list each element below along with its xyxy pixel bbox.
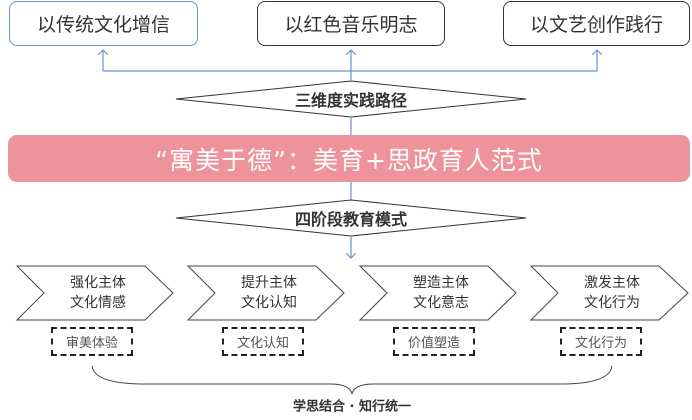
stage-1-chevron bbox=[15, 265, 174, 321]
footer-summary: 学思结合 · 知行统一 bbox=[293, 399, 411, 415]
top-box-label: 以传统文化增信 bbox=[36, 14, 170, 36]
diamond-top-label: 三维度实践路径 bbox=[294, 91, 408, 110]
stage-line1: 提升主体 bbox=[241, 275, 297, 291]
tag-label: 价值塑造 bbox=[407, 336, 460, 351]
top-box-red-music: 以红色音乐明志 bbox=[257, 1, 445, 46]
stage-line2: 文化行为 bbox=[584, 295, 640, 311]
tag-label: 文化认知 bbox=[236, 336, 289, 351]
stage-4-tag: 文化行为 bbox=[560, 327, 642, 356]
top-box-label: 以红色音乐明志 bbox=[284, 14, 418, 36]
paradigm-banner: “寓美于德”：美育+思政育人范式 bbox=[8, 135, 690, 182]
stage-4-label: 激发主体 文化行为 bbox=[584, 273, 640, 313]
tag-label: 审美体验 bbox=[65, 336, 118, 351]
top-box-art-creation: 以文艺创作践行 bbox=[503, 1, 690, 46]
stage-line2: 文化认知 bbox=[241, 295, 297, 311]
stage-4-chevron bbox=[529, 265, 689, 321]
stage-line1: 激发主体 bbox=[584, 275, 640, 291]
top-box-traditional-culture: 以传统文化增信 bbox=[9, 1, 198, 46]
stage-line2: 文化意志 bbox=[413, 295, 469, 311]
diamond-top-shape bbox=[175, 80, 527, 118]
top-box-label: 以文艺创作践行 bbox=[529, 14, 663, 36]
stage-3-chevron bbox=[358, 265, 517, 321]
stage-2-tag: 文化认知 bbox=[222, 327, 304, 356]
diamond-bottom-label: 四阶段教育模式 bbox=[294, 210, 408, 229]
banner-title: “寓美于德”：美育+思政育人范式 bbox=[155, 145, 543, 175]
stage-1-tag: 审美体验 bbox=[51, 327, 133, 356]
stage-2-label: 提升主体 文化认知 bbox=[241, 273, 297, 313]
stage-line1: 塑造主体 bbox=[413, 275, 469, 291]
stage-2-chevron bbox=[186, 265, 345, 321]
brace bbox=[91, 365, 613, 395]
diamond-bottom-shape bbox=[175, 199, 527, 237]
stage-line2: 文化情感 bbox=[70, 295, 126, 311]
stage-3-label: 塑造主体 文化意志 bbox=[413, 273, 469, 313]
stage-line1: 强化主体 bbox=[70, 275, 126, 291]
stage-1-label: 强化主体 文化情感 bbox=[70, 273, 126, 313]
stage-3-tag: 价值塑造 bbox=[393, 327, 475, 356]
tag-label: 文化行为 bbox=[574, 336, 627, 351]
